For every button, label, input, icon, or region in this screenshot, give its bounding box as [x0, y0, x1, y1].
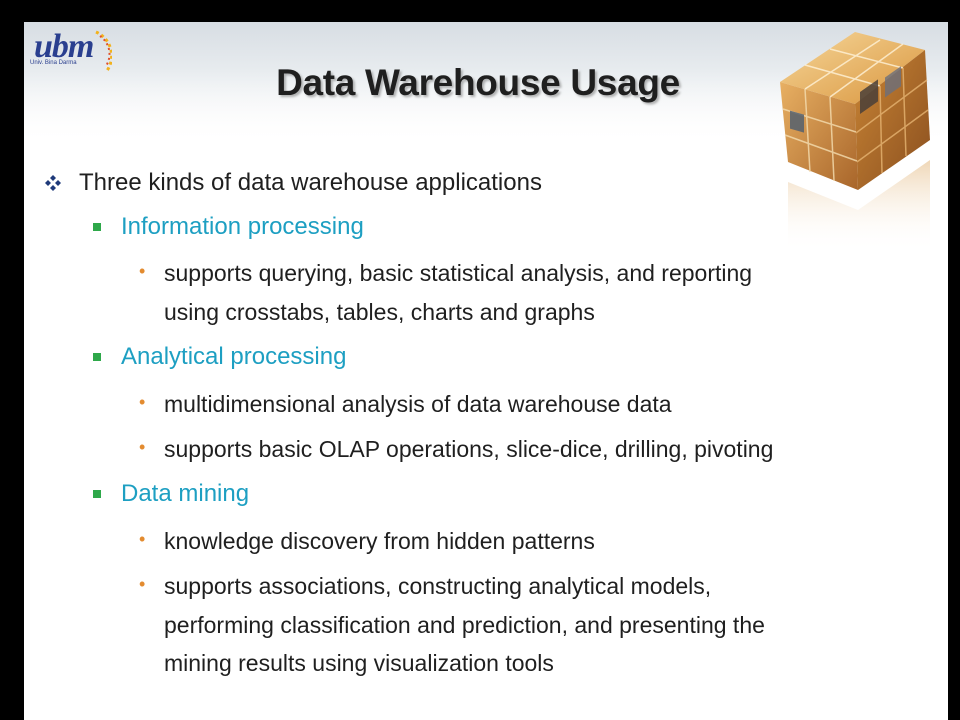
square-bullet-icon [93, 353, 101, 361]
section-label-information-processing: Information processing [121, 213, 364, 240]
point-text: multidimensional analysis of data wareho… [164, 391, 672, 417]
section-label-analytical-processing: Analytical processing [121, 343, 347, 370]
point-text: knowledge discovery from hidden patterns [164, 528, 595, 554]
square-bullet-icon [93, 490, 101, 498]
slide-title: Data Warehouse Usage [0, 62, 960, 104]
dot-bullet-icon: • [139, 574, 146, 594]
point-text: supports associations, constructing anal… [164, 573, 712, 599]
point-text: supports querying, basic statistical ana… [164, 260, 753, 286]
dot-bullet-icon: • [139, 261, 146, 281]
slide-title-text: Data Warehouse Usage [276, 62, 680, 103]
dot-bullet-icon: • [139, 437, 146, 457]
level1-heading: Three kinds of data warehouse applicatio… [79, 169, 542, 196]
frame-top [0, 0, 960, 22]
logo-subtext: Univ. Bina Darma [30, 60, 77, 66]
point-text: performing classification and prediction… [164, 612, 765, 638]
square-bullet-icon [93, 223, 101, 231]
section-label-data-mining: Data mining [121, 480, 250, 507]
point-text: using crosstabs, tables, charts and grap… [164, 299, 595, 325]
dot-bullet-icon: • [139, 392, 146, 412]
dot-bullet-icon: • [139, 529, 146, 549]
frame-left [0, 0, 24, 720]
ubm-logo-icon [95, 30, 112, 73]
point-text: mining results using visualization tools [164, 650, 554, 676]
four-diamond-bullet-icon [45, 175, 61, 191]
photo-cube-icon [780, 32, 930, 252]
frame-right [948, 0, 960, 720]
point-text: supports basic OLAP operations, slice-di… [164, 436, 774, 462]
logo-text: ubm [34, 28, 94, 65]
